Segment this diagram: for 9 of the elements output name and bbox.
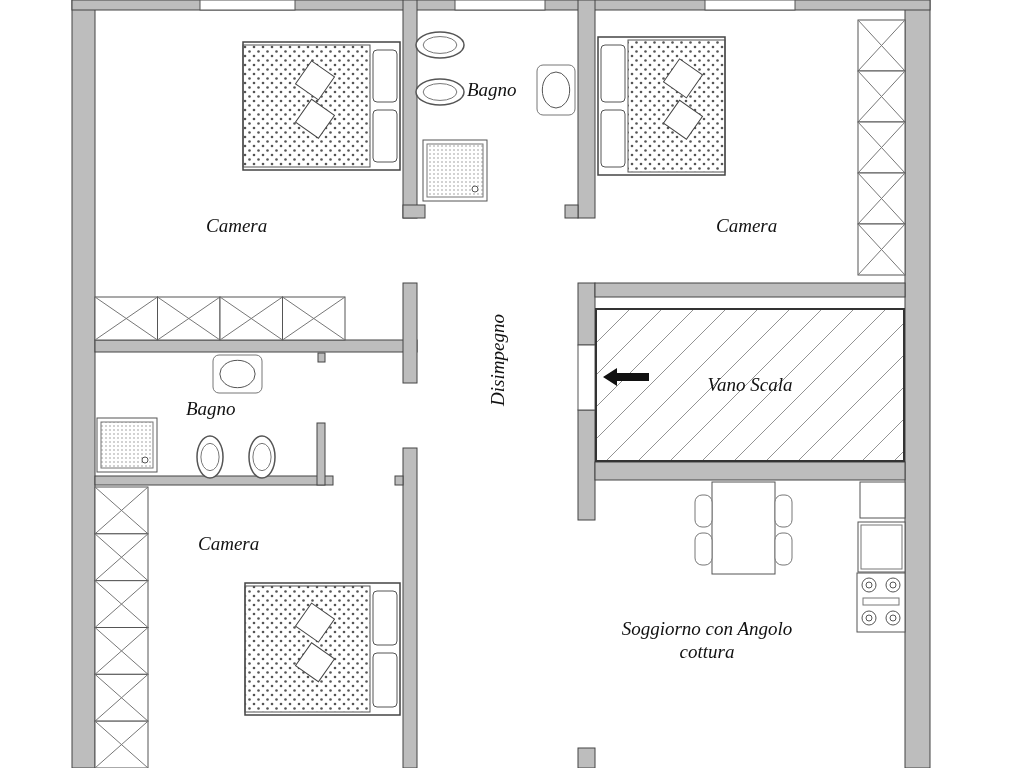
room-label: Disimpegno: [486, 314, 509, 406]
room-label: Camera: [716, 215, 778, 238]
room-label: Bagno: [467, 79, 517, 102]
room-label: Soggiorno con Angolo cottura: [620, 618, 794, 664]
room-label: Camera: [198, 533, 260, 556]
room-label: Camera: [206, 215, 268, 238]
room-label: Vano Scala: [707, 373, 793, 397]
stairwell-area: [595, 308, 905, 462]
room-label: Bagno: [186, 398, 236, 421]
